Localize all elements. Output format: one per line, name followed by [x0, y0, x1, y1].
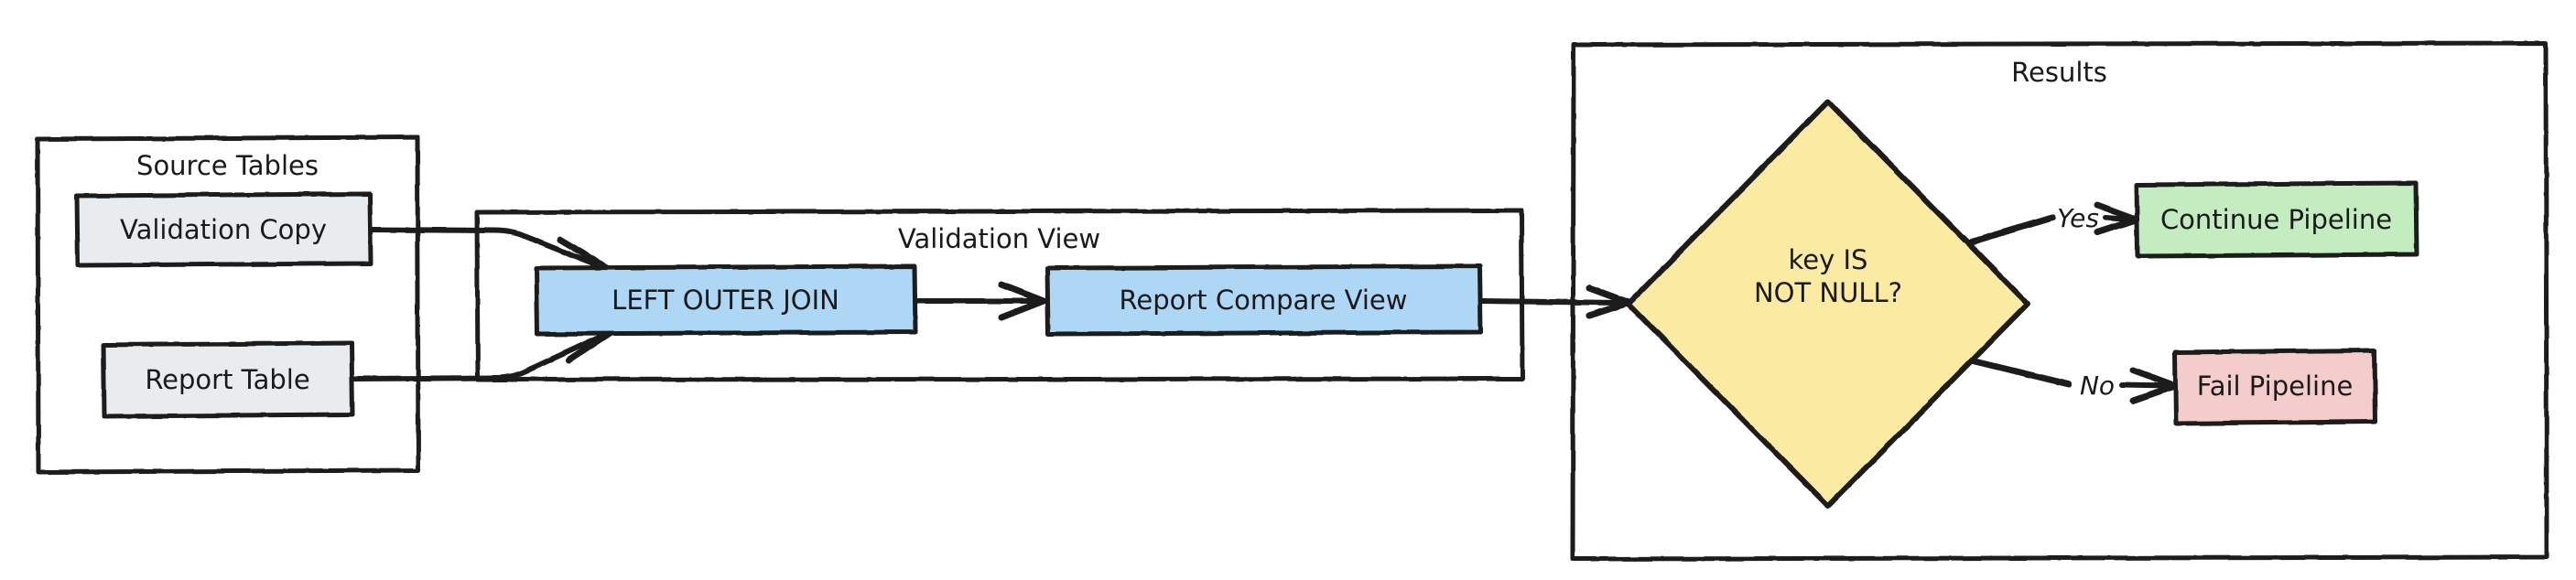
node-shape-continue-pipeline[interactable]	[2134, 180, 2419, 259]
node-shape-fail-pipeline[interactable]	[2172, 348, 2378, 426]
node-shape-report-table[interactable]	[101, 340, 355, 419]
edge-join-to-compare-view	[914, 281, 1047, 321]
node-shape-validation-copy[interactable]	[74, 191, 373, 268]
container-validation-view	[474, 208, 1525, 382]
node-shape-key-is-not-null[interactable]	[1626, 99, 2030, 509]
node-shape-left-outer-join[interactable]	[534, 263, 918, 337]
node-shape-report-compare-view[interactable]	[1044, 263, 1483, 337]
container-source-tables	[35, 134, 421, 475]
